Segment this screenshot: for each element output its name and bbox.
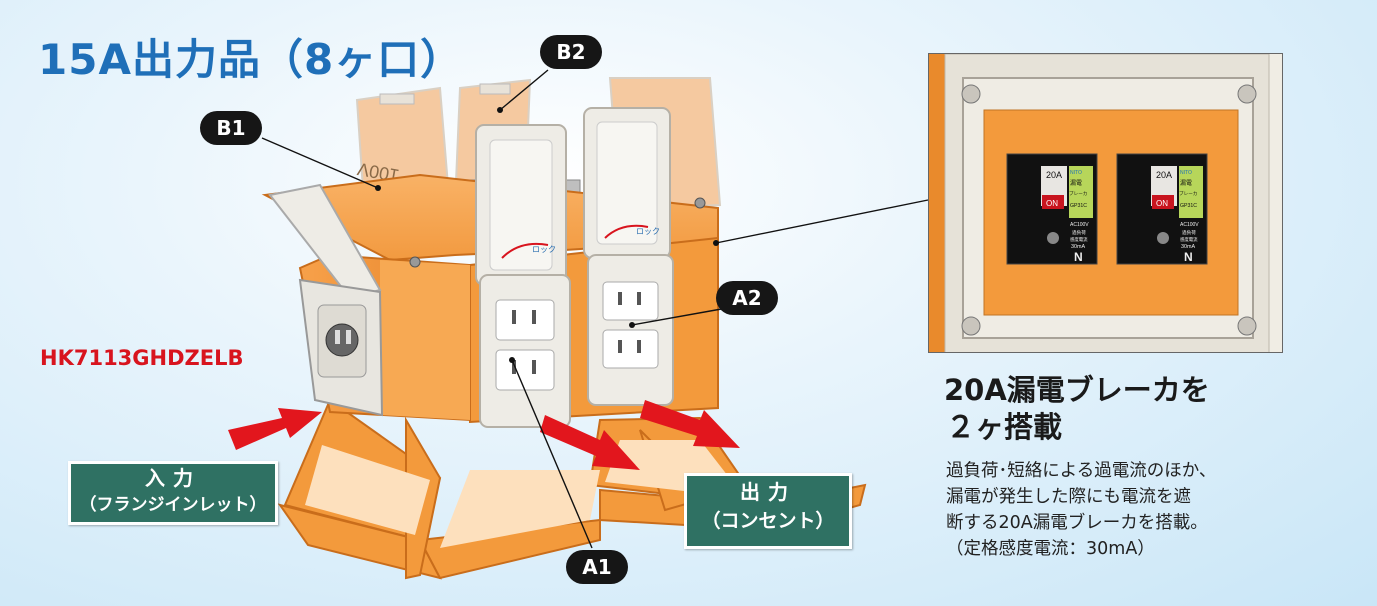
breaker-2-on: ON — [1156, 199, 1168, 208]
description-line: 断する20A漏電ブレーカを搭載。 — [946, 513, 1208, 533]
breaker-1-neutral: N — [1074, 250, 1083, 264]
breaker-feature-description: 過負荷･短絡による過電流のほか、 漏電が発生した際にも電流を遮 断する20A漏電… — [946, 458, 1216, 562]
breaker-2-voltage: AC100V — [1180, 222, 1199, 228]
breaker-2-brand: NITO — [1180, 170, 1192, 176]
description-line: 過負荷･短絡による過電流のほか、 — [946, 461, 1217, 481]
breaker-1-type2: ブレーカ — [1069, 190, 1087, 197]
breaker-2-rating: 20A — [1156, 170, 1172, 180]
lock-label-a1: ロック — [532, 245, 556, 254]
breaker-2-model: GP31C — [1180, 203, 1197, 209]
description-line: （定格感度電流：30mA） — [946, 539, 1155, 559]
output-label-box: 出力 （コンセント） — [684, 473, 852, 549]
callout-b1: B1 — [200, 111, 262, 145]
breaker-1 — [1006, 153, 1098, 265]
breaker-2-type2: ブレーカ — [1179, 190, 1197, 197]
breaker-1-rating: 20A — [1046, 170, 1062, 180]
breaker-1-brand: NITO — [1070, 170, 1082, 176]
page-title: 15A出力品（8ヶ口） — [38, 35, 464, 84]
callout-a1: A1 — [566, 550, 628, 584]
callout-a2: A2 — [716, 281, 778, 315]
input-arrow — [228, 408, 322, 450]
leader-lines — [261, 69, 929, 549]
model-number: HK7113GHDZELB — [40, 346, 244, 370]
outlet-unit-a2 — [583, 107, 674, 406]
breaker-1-type1: 漏電 — [1070, 179, 1082, 187]
breaker-closeup-drawing: 20A ON NITO 漏電 ブレーカ GP31C AC100V 過負荷 感度電… — [929, 54, 1282, 352]
breaker-1-voltage: AC100V — [1070, 222, 1089, 228]
breaker-2-spec3: 感度電流 — [1180, 236, 1198, 243]
breaker-2-neutral: N — [1184, 250, 1193, 264]
breaker-2-spec2: 過負荷 — [1182, 229, 1196, 236]
breaker-1-model: GP31C — [1070, 203, 1087, 209]
input-label-box: 入力 （フランジインレット） — [68, 461, 278, 525]
breaker-2-type1: 漏電 — [1180, 179, 1192, 187]
output-arrows — [540, 400, 740, 470]
breaker-closeup-photo: 20A ON NITO 漏電 ブレーカ GP31C AC100V 過負荷 感度電… — [928, 53, 1283, 353]
input-label-subtitle: （フランジインレット） — [79, 495, 267, 515]
breaker-2-sensitivity: 30mA — [1181, 244, 1195, 250]
flange-inlet — [268, 183, 384, 417]
lock-label-a2: ロック — [636, 227, 660, 236]
breaker-2 — [1116, 153, 1208, 265]
breaker-1-spec2: 過負荷 — [1072, 229, 1086, 236]
output-label-subtitle: （コンセント） — [701, 510, 835, 532]
heading-line-1: 20A漏電ブレーカを — [944, 373, 1210, 407]
output-label-title: 出力 — [740, 480, 796, 504]
input-label-title: 入力 — [145, 466, 201, 490]
description-line: 漏電が発生した際にも電流を遮 — [946, 487, 1191, 507]
breaker-feature-heading: 20A漏電ブレーカを ２ヶ搭載 — [944, 372, 1210, 446]
heading-line-2: ２ヶ搭載 — [946, 410, 1063, 444]
breaker-1-on: ON — [1046, 199, 1058, 208]
callout-b2: B2 — [540, 35, 602, 69]
breaker-1-spec3: 感度電流 — [1070, 236, 1088, 243]
breaker-1-sensitivity: 30mA — [1071, 244, 1085, 250]
outlet-unit-a1 — [475, 124, 571, 428]
